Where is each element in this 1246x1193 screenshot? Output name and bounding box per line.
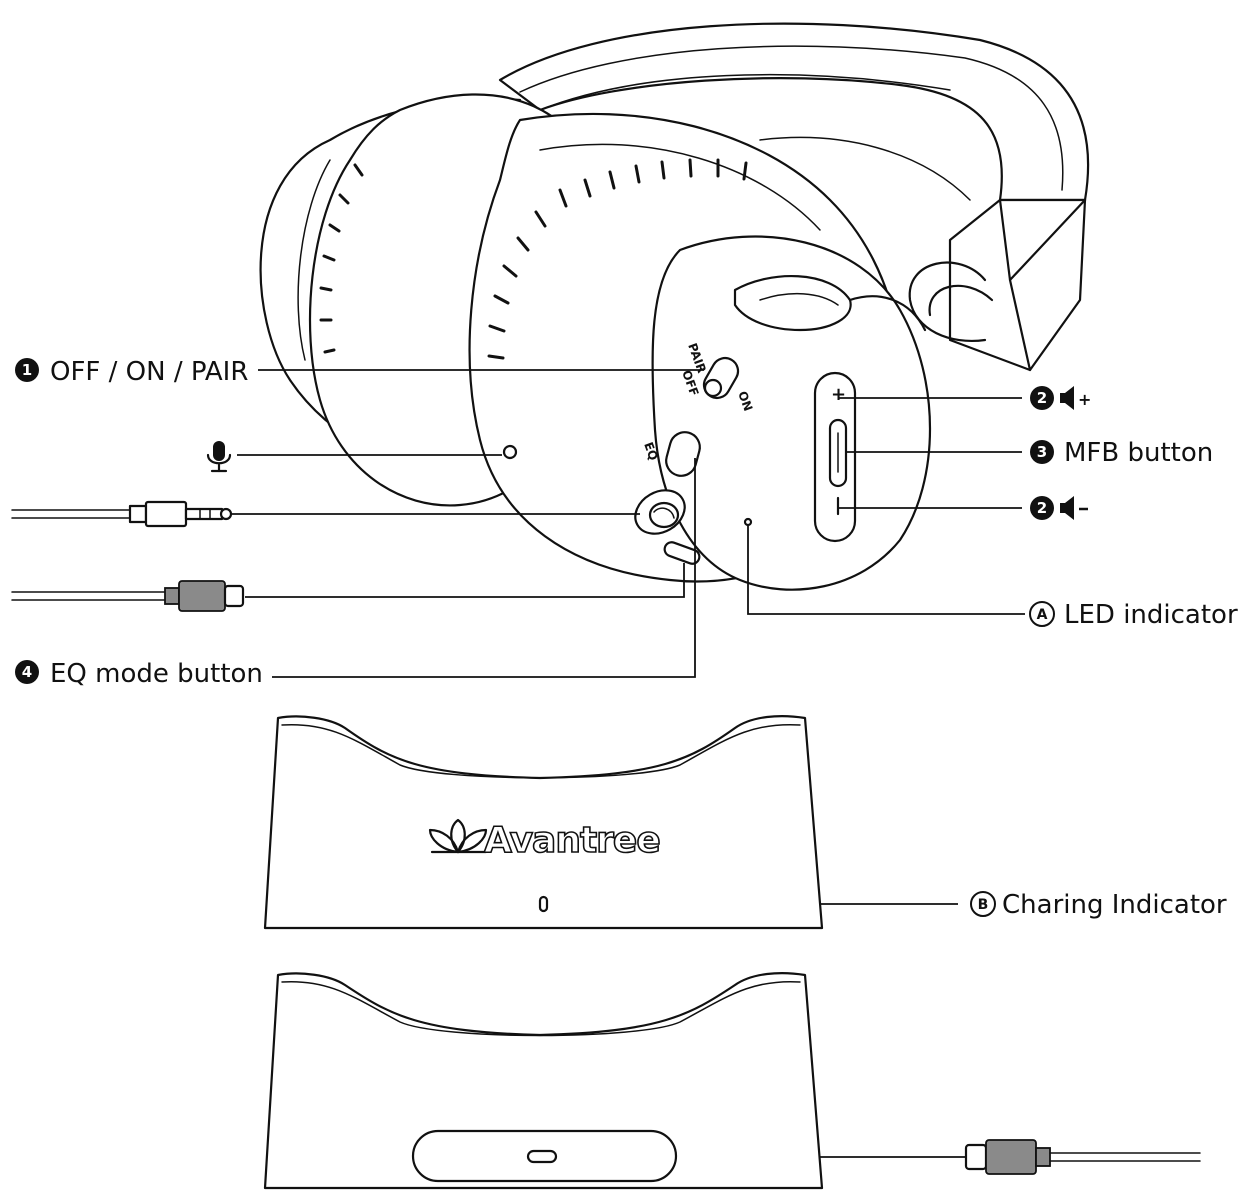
mfb-label: MFB button bbox=[1064, 438, 1213, 468]
callout-letter: A bbox=[1037, 607, 1048, 623]
volume-down-icon bbox=[1060, 496, 1088, 520]
callout-number: 3 bbox=[1037, 443, 1047, 461]
charging-dock-front: Avantree bbox=[265, 716, 822, 928]
power-switch-label: OFF / ON / PAIR bbox=[50, 357, 248, 387]
callout-number: 2 bbox=[1037, 389, 1047, 407]
usb-c-cable bbox=[12, 581, 243, 611]
callout-charging: B Charing Indicator bbox=[971, 890, 1227, 920]
charging-label: Charing Indicator bbox=[1002, 890, 1227, 920]
led-label: LED indicator bbox=[1064, 600, 1238, 630]
plus-marking: + bbox=[831, 384, 846, 405]
callout-led: A LED indicator bbox=[1030, 600, 1238, 630]
callout-eq: 4 EQ mode button bbox=[15, 659, 263, 689]
dock-usb-c-port bbox=[528, 1151, 556, 1162]
callout-letter: B bbox=[978, 897, 989, 913]
callout-mfb: 3 MFB button bbox=[1030, 438, 1213, 468]
callout-volume-down: 2 bbox=[1030, 496, 1088, 520]
audio-jack-cable bbox=[12, 502, 231, 526]
callout-number: 4 bbox=[22, 663, 32, 681]
callout-power-switch: 1 OFF / ON / PAIR bbox=[15, 357, 248, 387]
dock-usb-c-cable bbox=[966, 1140, 1200, 1174]
volume-up-icon: + bbox=[1060, 386, 1091, 410]
callout-number: 1 bbox=[22, 361, 32, 379]
charging-dock-back bbox=[265, 973, 822, 1188]
brand-logo-text: Avantree bbox=[484, 820, 660, 861]
callout-number: 2 bbox=[1037, 499, 1047, 517]
svg-text:+: + bbox=[1078, 390, 1091, 409]
eq-label: EQ mode button bbox=[50, 659, 263, 689]
callout-volume-up: 2 + bbox=[1030, 386, 1091, 410]
microphone-icon bbox=[208, 441, 230, 471]
headphones-illustration: PAIR OFF ON EQ + bbox=[261, 24, 1089, 590]
